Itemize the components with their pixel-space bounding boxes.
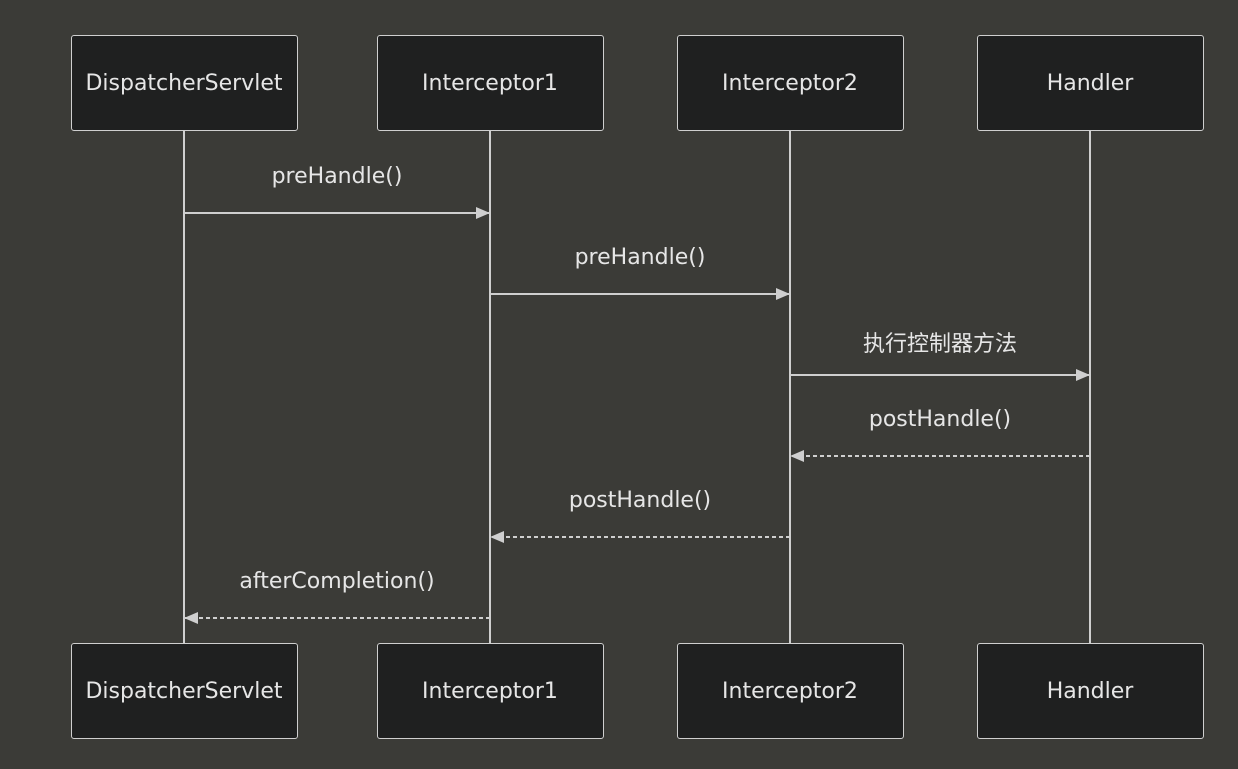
message-label-4: postHandle() — [868, 407, 1012, 432]
actor-handler-bottom: Handler — [976, 643, 1204, 739]
actor-interceptor2-top: Interceptor2 — [676, 35, 904, 131]
message-label-1: preHandle() — [271, 164, 403, 189]
message-label-5: postHandle() — [568, 488, 712, 513]
actor-dispatcher-top: DispatcherServlet — [70, 35, 298, 131]
actor-dispatcher-bottom: DispatcherServlet — [70, 643, 298, 739]
message-label-2: preHandle() — [574, 245, 706, 270]
message-label-3: 执行控制器方法 — [862, 332, 1018, 357]
actor-interceptor1-bottom: Interceptor1 — [376, 643, 604, 739]
actor-handler-top: Handler — [976, 35, 1204, 131]
actor-interceptor1-top: Interceptor1 — [376, 35, 604, 131]
actor-interceptor2-bottom: Interceptor2 — [676, 643, 904, 739]
message-label-6: afterCompletion() — [239, 569, 435, 594]
